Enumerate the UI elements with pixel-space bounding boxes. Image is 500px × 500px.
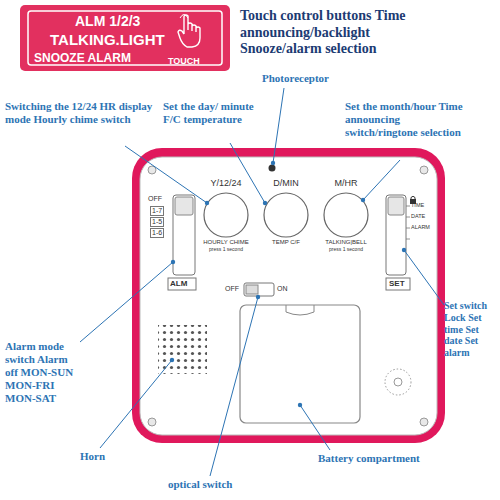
touch-text: SNOOZE ALARM [34,52,131,66]
button-hint: press 1 second [195,247,257,253]
touch-text: TOUCH [168,56,200,66]
button: M/HR TALKING|BELLpress 1 second [315,178,377,258]
buttons [204,193,368,237]
button-name: M/HR [315,178,377,188]
alarm-switch: OFF 1-71-51-6ALM [148,195,198,295]
callout-text: Photoreceptor [262,72,372,85]
callout-text: Horn [80,450,140,463]
button-name: Y/12/24 [195,178,257,188]
callout-text: Set the day/ minute F/C temperature [163,100,258,126]
set-slider-knob [388,197,404,215]
switch-name: ALM [170,279,187,288]
switch-position: 1-5 [150,217,164,227]
callout-text: optical switch [168,478,288,491]
button-hint: press 1 second [315,247,377,253]
set-switch: TIME DATE ALARM SET [386,195,438,295]
button-function: HOURLY CHIME [195,239,257,246]
optical-switch-track [244,283,274,296]
callout-text: Set switch Lock Set time Set date Set al… [444,300,499,359]
hand-icon [178,15,200,48]
touch-label: ALM 1/2/3TALKING.LIGHT SNOOZE ALARM TOUCH [20,5,230,71]
switch-position: ALARM [411,224,430,230]
callout-text: Battery compartment [318,452,488,465]
button-function: TEMP C/F [255,239,317,246]
set-ticks [406,206,410,239]
switch-position: TIME [411,202,424,208]
button: Y/12/24HOURLY CHIMEpress 1 second [195,178,257,258]
button-function: TALKING|BELL [315,239,377,246]
alarm-tag-box [168,278,196,290]
button-name: D/MIN [255,178,317,188]
switch-position: 1-7 [150,206,164,216]
leader-lines [80,88,444,476]
touch-text: ALM 1/2/3 [75,13,140,29]
switch-position: 1-6 [150,228,164,238]
button: D/MIN TEMP C/F [255,178,317,258]
date-ring [385,369,411,395]
callout-text: Alarm mode switch Alarm off MON-SUN MON-… [5,340,80,405]
housing [132,148,445,443]
alarm-slider-track [173,195,195,275]
callout-text: Switching the 12/24 HR display mode Hour… [5,100,155,126]
switch-name: SET [389,279,405,288]
battery-compartment [240,305,360,423]
alarm-slider-knob [175,197,193,215]
leader-dots [170,161,406,407]
set-tag-box [386,278,410,290]
touch-text: TALKING.LIGHT [50,31,165,48]
switch-position: ON [277,285,288,293]
switch-position: OFF [225,285,239,293]
screws [148,166,428,426]
optical-switch: OFF ON [225,283,297,299]
callout-text: Set the month/hour Time announcing switc… [345,100,467,139]
switch-position: OFF [148,195,162,203]
panel-caption: Touch control buttons Time announcing/ba… [240,8,450,58]
optical-switch-knob [246,285,258,294]
horn-grille [158,325,207,374]
date-ring-center [394,378,402,386]
switch-position: DATE [411,213,425,219]
back-panel [140,157,437,435]
battery-latch [286,305,314,315]
photoreceptor [269,165,276,172]
set-slider-track [386,195,406,275]
touch-panel [20,5,230,71]
